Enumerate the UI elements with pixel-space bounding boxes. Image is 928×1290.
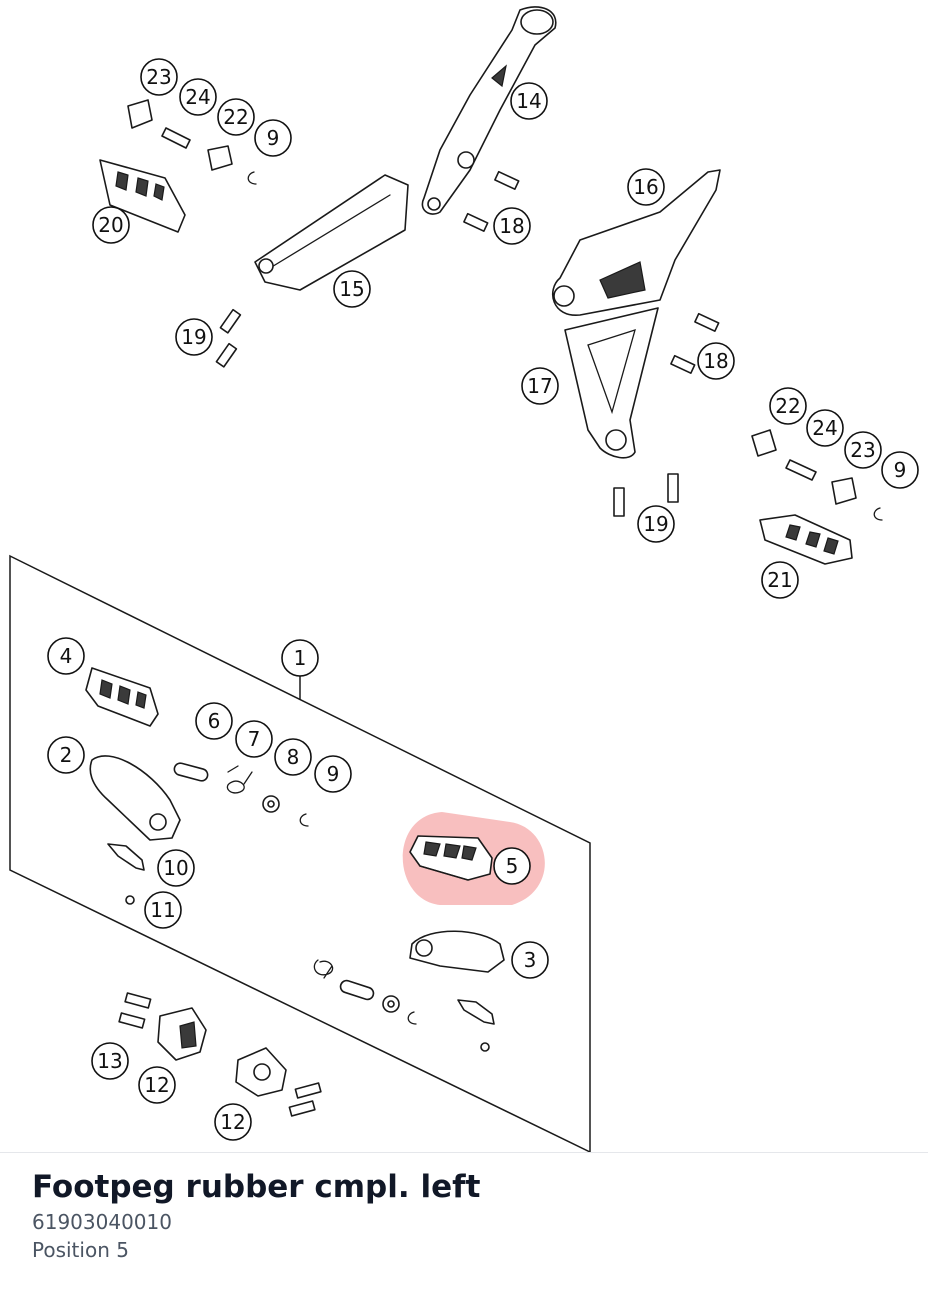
callout-23[interactable]: 23 xyxy=(140,58,178,96)
svg-text:2: 2 xyxy=(60,743,73,767)
svg-text:8: 8 xyxy=(287,745,300,769)
callout-24[interactable]: 24 xyxy=(806,409,844,447)
svg-text:22: 22 xyxy=(223,105,248,129)
upper-left-hardware xyxy=(127,99,257,185)
callout-11[interactable]: 11 xyxy=(144,891,182,929)
callout-6[interactable]: 6 xyxy=(195,702,233,740)
callout-18[interactable]: 18 xyxy=(493,207,531,245)
callout-22[interactable]: 22 xyxy=(217,98,255,136)
exploded-parts-diagram: 1 2 3 4 5 6 7 8 9 9 9 10 11 12 12 13 14 … xyxy=(9,6,919,1152)
svg-text:22: 22 xyxy=(775,394,800,418)
callout-18[interactable]: 18 xyxy=(697,342,735,380)
part-title: Footpeg rubber cmpl. left xyxy=(32,1169,481,1205)
part-4-footpeg-rubber[interactable] xyxy=(85,667,159,727)
svg-text:18: 18 xyxy=(703,349,728,373)
svg-text:9: 9 xyxy=(894,458,907,482)
part-14-bracket[interactable] xyxy=(421,6,557,215)
right-hardware xyxy=(751,429,883,521)
callout-3[interactable]: 3 xyxy=(511,941,549,979)
callout-19[interactable]: 19 xyxy=(175,318,213,356)
svg-text:5: 5 xyxy=(506,854,519,878)
svg-text:16: 16 xyxy=(633,175,658,199)
svg-text:10: 10 xyxy=(163,856,188,880)
part-17-plate[interactable] xyxy=(564,307,659,459)
callout-2[interactable]: 2 xyxy=(47,736,85,774)
svg-text:20: 20 xyxy=(98,213,123,237)
svg-text:24: 24 xyxy=(812,416,837,440)
svg-text:23: 23 xyxy=(146,65,171,89)
part-12-13-mounts[interactable] xyxy=(118,992,322,1117)
callout-9[interactable]: 9 xyxy=(881,451,919,489)
svg-text:21: 21 xyxy=(767,568,792,592)
callout-23[interactable]: 23 xyxy=(844,431,882,469)
lower-small-parts xyxy=(313,959,495,1052)
part-21-footpeg[interactable] xyxy=(759,514,853,565)
svg-text:3: 3 xyxy=(524,948,537,972)
callout-13[interactable]: 13 xyxy=(91,1042,129,1080)
part-3-footpeg[interactable] xyxy=(409,930,505,973)
detail-divider xyxy=(0,1152,928,1153)
svg-text:19: 19 xyxy=(643,512,668,536)
part-10-11-plate-screw xyxy=(107,843,145,905)
part-15-bracket[interactable] xyxy=(254,174,409,291)
svg-text:7: 7 xyxy=(248,727,261,751)
callout-1[interactable]: 1 xyxy=(281,639,319,677)
svg-text:12: 12 xyxy=(220,1110,245,1134)
assembly-outline xyxy=(9,554,591,1152)
callout-16[interactable]: 16 xyxy=(627,168,665,206)
svg-text:13: 13 xyxy=(97,1049,122,1073)
part-detail-panel: Footpeg rubber cmpl. left 61903040010 Po… xyxy=(32,1166,912,1264)
callout-5[interactable]: 5 xyxy=(493,847,531,885)
callout-10[interactable]: 10 xyxy=(157,849,195,887)
pin-spring-washer-clip xyxy=(173,762,309,827)
part-5-footpeg-rubber-left[interactable] xyxy=(409,835,493,881)
callout-19[interactable]: 19 xyxy=(637,505,675,543)
callout-14[interactable]: 14 xyxy=(510,82,548,120)
svg-text:19: 19 xyxy=(181,325,206,349)
callout-20[interactable]: 20 xyxy=(92,206,130,244)
callout-9[interactable]: 9 xyxy=(314,755,352,793)
svg-text:12: 12 xyxy=(144,1073,169,1097)
callout-21[interactable]: 21 xyxy=(761,561,799,599)
callout-12[interactable]: 12 xyxy=(214,1103,252,1141)
part-number: 61903040010 xyxy=(32,1210,172,1234)
svg-text:23: 23 xyxy=(850,438,875,462)
callout-15[interactable]: 15 xyxy=(333,270,371,308)
callout-22[interactable]: 22 xyxy=(769,387,807,425)
svg-text:1: 1 xyxy=(294,646,307,670)
callout-24[interactable]: 24 xyxy=(179,78,217,116)
callout-9[interactable]: 9 xyxy=(254,119,292,157)
svg-text:14: 14 xyxy=(516,89,541,113)
svg-text:4: 4 xyxy=(60,644,73,668)
part-16-plate[interactable] xyxy=(551,169,721,316)
svg-text:18: 18 xyxy=(499,214,524,238)
part-position: Position 5 xyxy=(32,1238,129,1262)
svg-text:17: 17 xyxy=(527,374,552,398)
callout-7[interactable]: 7 xyxy=(235,720,273,758)
callout-8[interactable]: 8 xyxy=(274,738,312,776)
callout-12[interactable]: 12 xyxy=(138,1066,176,1104)
svg-text:15: 15 xyxy=(339,277,364,301)
svg-text:24: 24 xyxy=(185,85,210,109)
svg-text:6: 6 xyxy=(208,709,221,733)
svg-text:11: 11 xyxy=(150,898,175,922)
svg-text:9: 9 xyxy=(327,762,340,786)
callout-4[interactable]: 4 xyxy=(47,637,85,675)
bolts xyxy=(215,170,720,517)
svg-text:9: 9 xyxy=(267,126,280,150)
part-2-footpeg[interactable] xyxy=(89,755,181,841)
part-20-footpeg[interactable] xyxy=(99,159,186,233)
callout-17[interactable]: 17 xyxy=(521,367,559,405)
